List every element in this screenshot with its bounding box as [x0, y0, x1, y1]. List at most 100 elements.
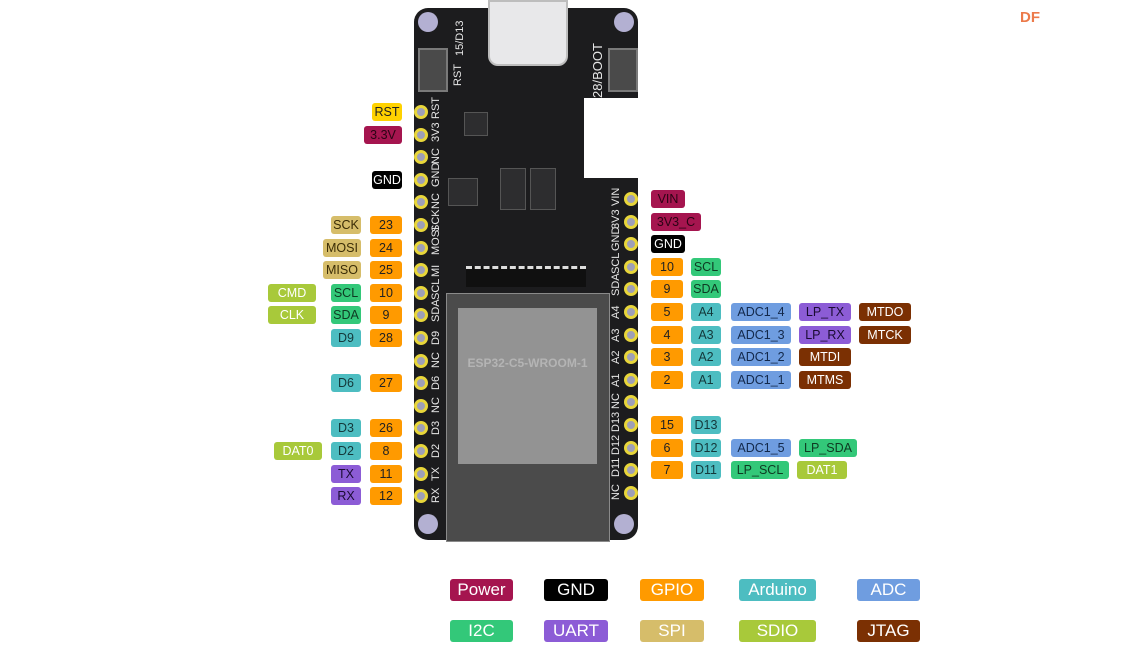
pin-tag: 4	[651, 325, 683, 344]
header-pin	[624, 259, 638, 274]
header-pin	[414, 263, 428, 278]
antenna-area	[584, 98, 638, 178]
header-pin	[624, 214, 638, 229]
pin-silk-label: NC	[430, 396, 442, 413]
header-pin	[624, 395, 638, 410]
header-pin	[624, 237, 638, 252]
header-pin	[624, 350, 638, 365]
pin-silk-label: NC	[430, 193, 442, 210]
pin-tag: 9	[370, 306, 402, 325]
silk-top-left: 15/D13	[454, 20, 466, 56]
header-pin	[414, 285, 428, 300]
mount-hole	[418, 514, 438, 534]
header-pin	[414, 353, 428, 368]
mount-hole	[614, 514, 634, 534]
pin-silk-label: NC	[610, 483, 622, 500]
pin-tag: 27	[370, 374, 402, 393]
pin-tag: GND	[372, 170, 402, 189]
ic-chip	[448, 178, 478, 206]
brand-logo: DF	[1020, 9, 1040, 26]
boot-button	[608, 48, 638, 92]
pin-tag: ADC1_3	[731, 325, 791, 344]
pin-tag: 23	[370, 216, 402, 234]
pin-silk-label: D3	[430, 421, 442, 436]
pin-silk-label: RST	[430, 97, 442, 119]
pin-silk-label: VIN	[610, 187, 622, 206]
pin-tag: SDA	[331, 306, 361, 325]
pin-tag: MTDI	[799, 348, 851, 367]
mount-hole	[418, 12, 438, 32]
legend-item-uart: UART	[544, 620, 608, 642]
pin-silk-label: SDA	[610, 273, 622, 297]
header-pin	[414, 421, 428, 436]
pin-tag: 2	[651, 370, 683, 389]
header-pin	[414, 308, 428, 323]
header-pin	[414, 398, 428, 413]
header-pin	[624, 282, 638, 297]
pin-silk-label: D9	[430, 330, 442, 345]
pin-silk-label: 3V3	[430, 122, 442, 142]
pin-tag: MTDO	[859, 303, 911, 321]
legend-item-adc: ADC	[857, 579, 920, 601]
pin-tag: ADC1_4	[731, 303, 791, 321]
pin-tag: SCL	[331, 283, 361, 302]
pin-silk-label: D2	[430, 443, 442, 458]
header-pin	[414, 150, 428, 165]
header-pin	[414, 127, 428, 142]
pin-tag: 15	[651, 416, 683, 434]
header-pin	[414, 105, 428, 119]
pin-tag: MTMS	[799, 370, 851, 389]
ic-chip	[464, 112, 488, 136]
legend-item-spi: SPI	[640, 620, 704, 642]
pin-tag: SCK	[331, 216, 361, 234]
header-pin	[624, 327, 638, 342]
header-pin	[624, 192, 638, 206]
legend-item-jtag: JTAG	[857, 620, 920, 642]
pin-tag: 7	[651, 461, 683, 480]
pin-tag: D12	[691, 438, 721, 457]
pin-silk-label: A2	[610, 350, 622, 365]
pin-tag: TX	[331, 464, 361, 483]
pin-tag: MTCK	[859, 325, 911, 344]
pin-silk-label: SDA	[430, 299, 442, 323]
ffc-connector	[466, 266, 586, 287]
pin-tag: A1	[691, 370, 721, 389]
pin-tag: DAT0	[274, 442, 322, 460]
pin-tag: D2	[331, 442, 361, 460]
component	[530, 168, 556, 210]
pin-silk-label: MI	[430, 264, 442, 278]
pin-tag: RST	[372, 103, 402, 121]
legend-item-gpio: GPIO	[640, 579, 704, 601]
pin-silk-label: NC	[610, 393, 622, 410]
pin-tag: LP_TX	[799, 303, 851, 321]
pin-silk-label: GND	[430, 162, 442, 187]
pin-tag: 11	[370, 464, 402, 483]
usb-c-connector	[488, 0, 568, 66]
pin-tag: 6	[651, 438, 683, 457]
pin-silk-label: GND	[610, 226, 622, 252]
pin-tag: SDA	[691, 280, 721, 299]
pin-tag: 3V3_C	[651, 212, 701, 231]
pin-tag: 3.3V	[364, 125, 402, 144]
pin-silk-label: MOSI	[430, 226, 442, 255]
pin-tag: VIN	[651, 190, 685, 208]
pin-tag: 25	[370, 261, 402, 280]
pin-tag: LP_SCL	[731, 461, 789, 480]
pin-tag: SCL	[691, 257, 721, 276]
legend-item-arduino: Arduino	[739, 579, 816, 601]
reset-button	[418, 48, 448, 92]
component	[500, 168, 526, 210]
legend-item-gnd: GND	[544, 579, 608, 601]
header-pin	[414, 195, 428, 210]
pin-tag: A4	[691, 303, 721, 321]
pin-tag: 8	[370, 442, 402, 460]
pin-silk-label: SCL	[610, 252, 622, 274]
pin-tag: LP_RX	[799, 325, 851, 344]
header-pin	[414, 218, 428, 232]
pin-silk-label: D6	[430, 376, 442, 391]
pin-tag: GND	[651, 235, 685, 254]
pin-tag: 12	[370, 487, 402, 506]
header-pin	[414, 466, 428, 481]
pin-tag: ADC1_2	[731, 348, 791, 367]
